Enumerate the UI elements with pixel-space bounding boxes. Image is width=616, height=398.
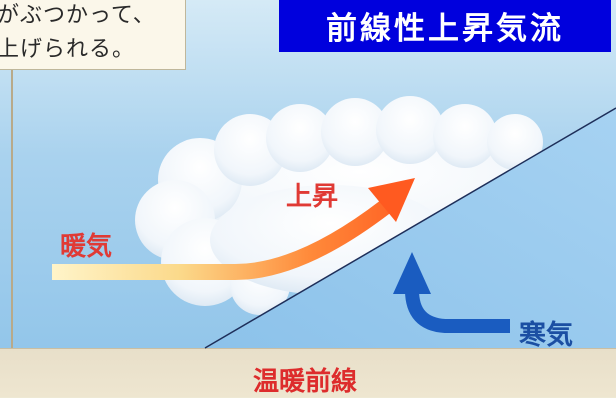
caption-box: がぶつかって、 上げられる。 (0, 0, 186, 70)
warm-air-arrow (52, 200, 390, 280)
caption-line-1: がぶつかって、 (0, 3, 156, 28)
warm-air-label: 暖気 (60, 232, 113, 262)
cold-air-label: 寒気 (519, 320, 573, 351)
ground-strip (0, 348, 616, 397)
front-boundary-line (204, 107, 616, 349)
cold-air-arrow (405, 289, 510, 333)
rising-label: 上昇 (286, 182, 339, 212)
cold-air-arrowhead (393, 252, 431, 294)
caption-leader-line (11, 68, 13, 348)
warm-air-arrowhead (368, 178, 415, 222)
caption-line-2: 上げられる。 (0, 37, 136, 62)
diagram-title: 前線性上昇気流 (279, 0, 611, 52)
warm-front-label: 温暖前線 (253, 367, 358, 397)
